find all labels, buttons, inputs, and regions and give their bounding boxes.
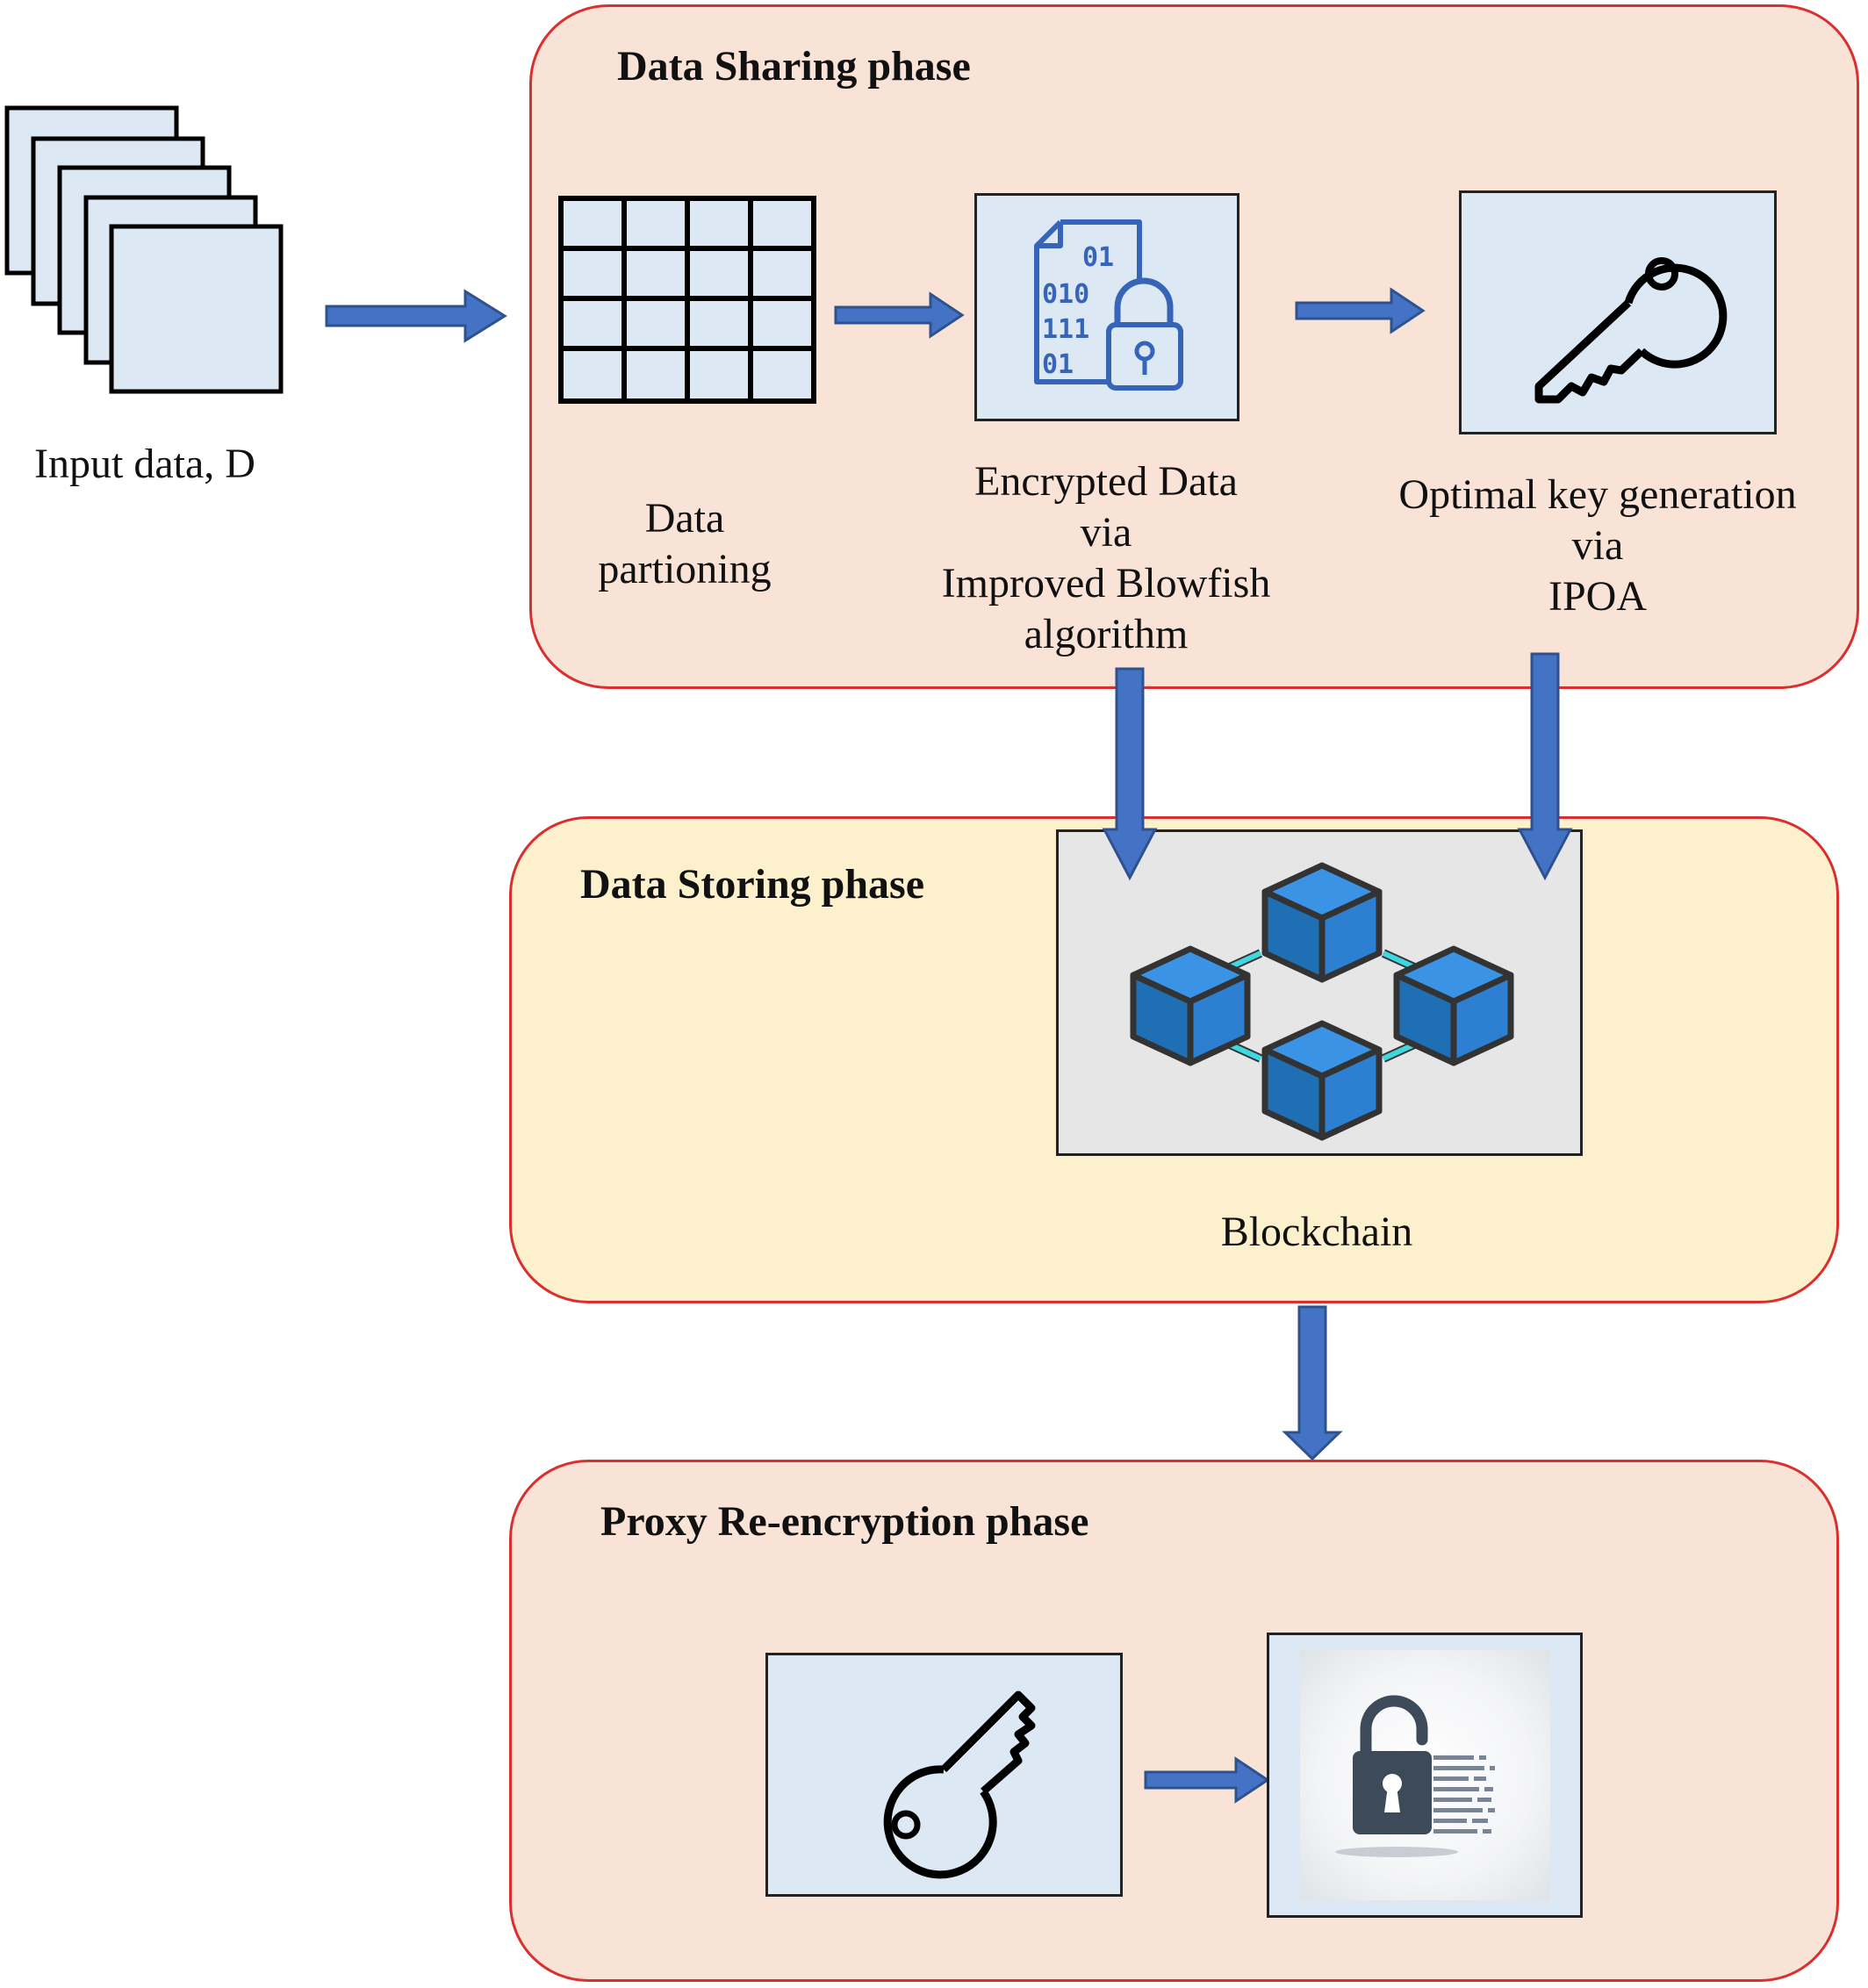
arrow-right-icon (834, 291, 965, 339)
blockchain-cubes-icon (1130, 862, 1514, 1141)
phase-title: Proxy Re-encryption phase (600, 1498, 1089, 1545)
optimal-key-label: Optimal key generation via IPOA (1398, 471, 1797, 620)
arrow-down-icon (1102, 667, 1158, 881)
proxy-key-panel (765, 1653, 1123, 1897)
block-cube (1261, 862, 1383, 983)
arrow-right-icon (1295, 287, 1426, 334)
encrypted-data-label: Encrypted Data via Improved Blowfish alg… (941, 458, 1271, 657)
encrypted-file-lock-icon: 01 010 111 01 (1034, 219, 1183, 391)
arrow-down-icon (1517, 652, 1573, 881)
data-partitioning-label: Data partioning (598, 495, 772, 592)
block-cube (1261, 1020, 1383, 1141)
blockchain-label: Blockchain (1220, 1209, 1413, 1255)
arrow-right-icon (1144, 1756, 1270, 1804)
bit-row: 111 (1042, 314, 1089, 345)
proxy-reencryption-phase: Proxy Re-encryption phase (509, 1460, 1839, 1982)
bit-row: 01 (1082, 242, 1114, 273)
optimal-key-panel (1459, 190, 1777, 434)
key-icon (1534, 257, 1728, 404)
bit-row: 01 (1042, 349, 1074, 380)
input-data-label: Input data, D (34, 441, 255, 487)
bit-row: 010 (1042, 279, 1089, 310)
encrypted-data-panel: 01 010 111 01 (974, 193, 1239, 421)
block-cube (1393, 945, 1514, 1066)
phase-title: Data Sharing phase (617, 43, 971, 90)
lock-image-area (1300, 1650, 1550, 1900)
arrow-down-icon (1282, 1305, 1343, 1461)
grid-table-icon (558, 196, 816, 404)
block-cube (1130, 945, 1251, 1066)
open-padlock-data-icon (1335, 1695, 1495, 1857)
key-icon (883, 1690, 1036, 1879)
stacked-documents-icon (4, 105, 284, 394)
phase-title: Data Storing phase (580, 861, 925, 908)
proxy-lock-panel (1267, 1633, 1583, 1918)
blockchain-panel (1056, 829, 1583, 1156)
arrow-right-icon (325, 289, 507, 343)
